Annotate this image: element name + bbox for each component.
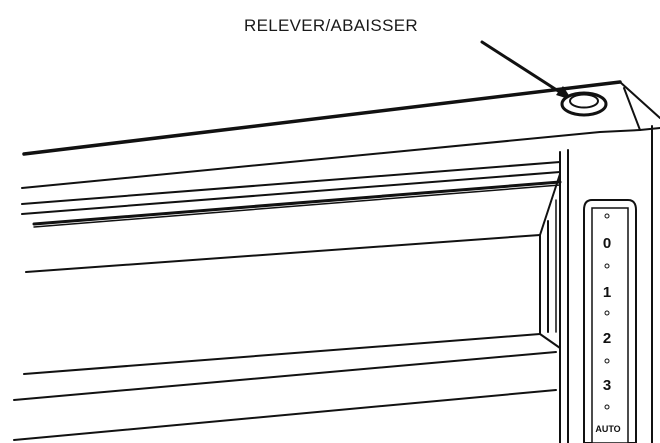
- indicator-dot: [604, 310, 610, 316]
- control-strip: 0 1 2 3 AUTO: [583, 199, 637, 443]
- setting-2-button[interactable]: 2: [603, 330, 611, 347]
- callout-label: RELEVER/ABAISSER: [244, 16, 418, 35]
- setting-auto-button[interactable]: AUTO: [595, 424, 620, 434]
- indicator-dot: [604, 358, 610, 364]
- raise-lower-button[interactable]: [560, 91, 608, 117]
- hood-side-frame: [559, 125, 653, 443]
- setting-0-button[interactable]: 0: [603, 235, 611, 252]
- setting-1-button[interactable]: 1: [603, 284, 611, 301]
- setting-3-button[interactable]: 3: [603, 377, 611, 394]
- indicator-dot: [604, 404, 610, 410]
- callout-leader-arrow: [480, 40, 572, 100]
- indicator-dot: [604, 263, 610, 269]
- indicator-dot: [604, 213, 610, 219]
- hood-front-panel: [13, 161, 562, 441]
- hood-top-cover: [21, 80, 660, 189]
